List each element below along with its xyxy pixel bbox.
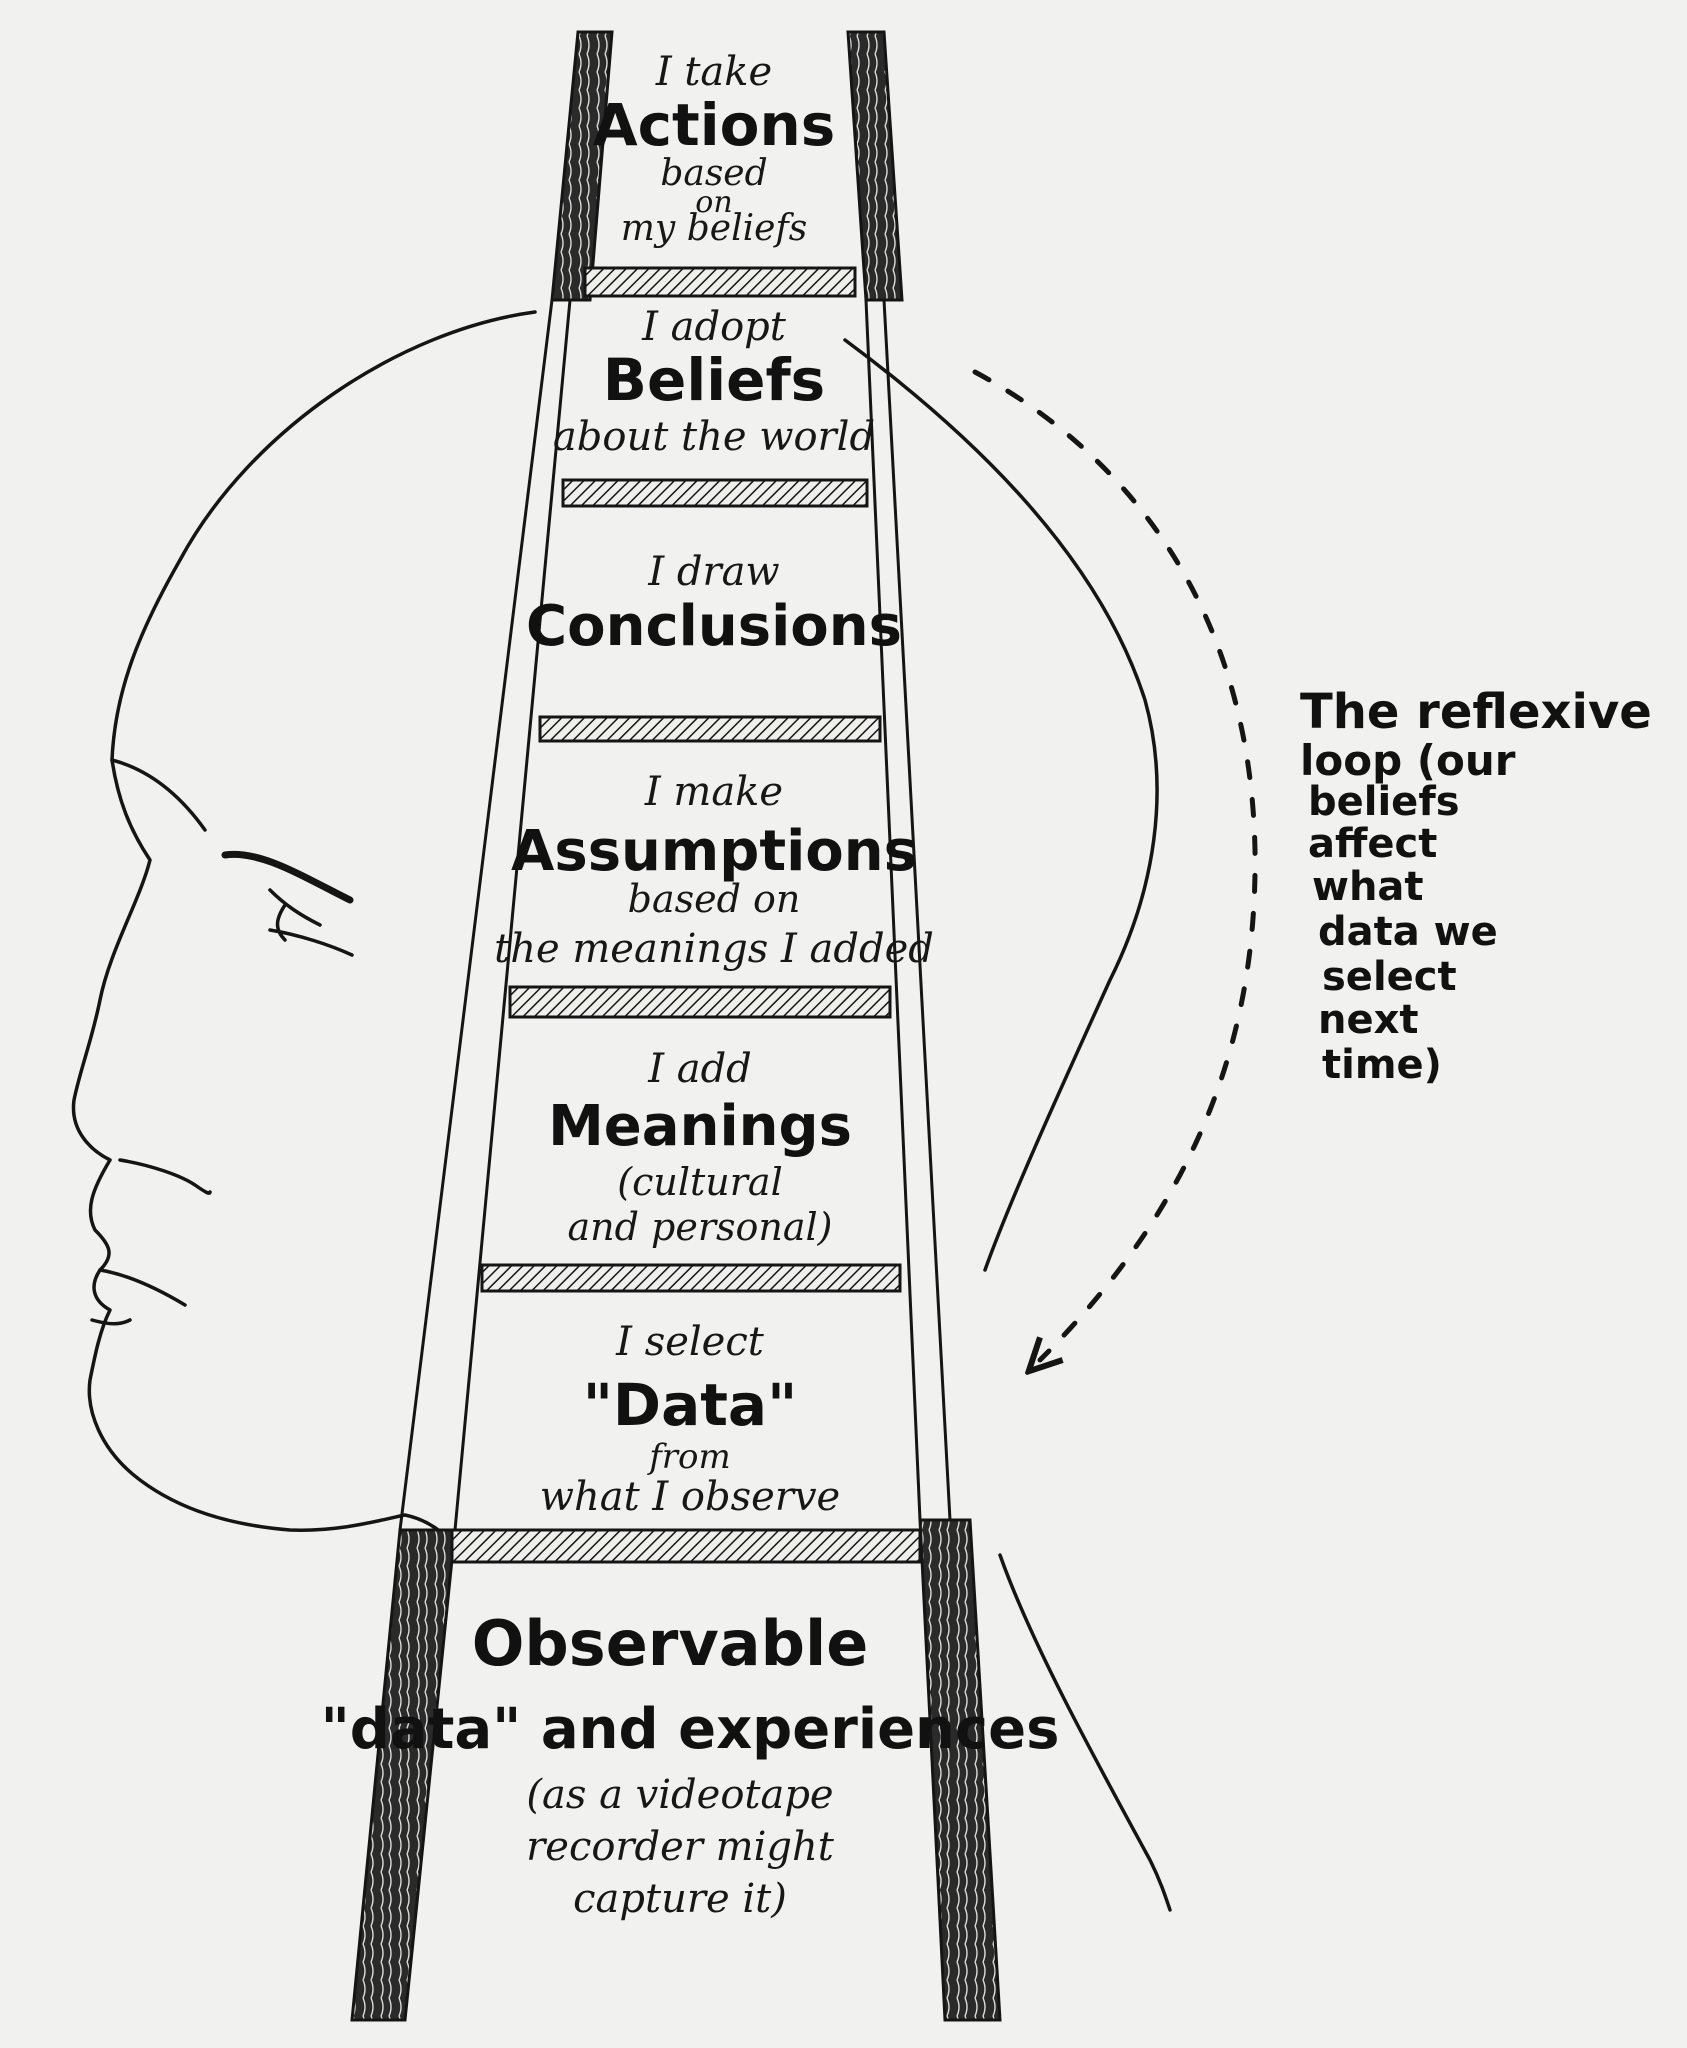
rung-2 bbox=[561, 478, 869, 508]
mouth bbox=[98, 1268, 187, 1307]
curved-arrow-icon bbox=[972, 369, 1258, 1360]
rung-assumptions: I make Assumptions based on the meanings… bbox=[494, 769, 934, 972]
loop-line-7: select bbox=[1322, 954, 1457, 1000]
reflexive-loop-note: The reflexive loop (our beliefs affect w… bbox=[1300, 684, 1652, 1088]
observable-videotape: (as a videotape bbox=[526, 1772, 833, 1818]
right-rail-mid-inner bbox=[882, 298, 952, 1522]
rung-meanings: I add Meanings (cultural and personal) bbox=[548, 1046, 852, 1249]
assumptions-title: Assumptions bbox=[511, 819, 917, 884]
head-profile-icon bbox=[71, 310, 1172, 1912]
brow bbox=[110, 758, 207, 832]
beliefs-intro: I adopt bbox=[641, 304, 787, 350]
ladder-icon bbox=[350, 30, 1002, 2022]
rung-5 bbox=[480, 1263, 902, 1293]
left-rail-mid bbox=[398, 298, 554, 1532]
rung-3 bbox=[538, 715, 882, 743]
assumptions-intro: I make bbox=[644, 769, 783, 815]
meanings-personal: and personal) bbox=[568, 1205, 833, 1249]
data-from: from bbox=[646, 1437, 731, 1477]
actions-on: on bbox=[695, 185, 732, 220]
chin-line bbox=[90, 1318, 132, 1326]
rung-1 bbox=[583, 266, 857, 298]
back-of-head bbox=[843, 338, 1159, 1272]
beliefs-sub: about the world bbox=[553, 414, 875, 460]
rung-6 bbox=[450, 1528, 922, 1564]
assumptions-meanings: the meanings I added bbox=[494, 926, 934, 972]
observable-data: "data" and experiences bbox=[321, 1697, 1060, 1762]
right-rail-top bbox=[846, 30, 904, 302]
loop-line-3: beliefs bbox=[1308, 779, 1460, 825]
loop-line-4: affect bbox=[1308, 821, 1437, 867]
meanings-title: Meanings bbox=[548, 1094, 852, 1159]
actions-intro: I take bbox=[655, 49, 772, 95]
loop-line-5: what bbox=[1312, 864, 1424, 910]
meanings-intro: I add bbox=[647, 1046, 752, 1092]
rung-data: I select "Data" from what I observe bbox=[540, 1319, 840, 1520]
rung-4 bbox=[508, 985, 892, 1019]
left-rail-mid-inner bbox=[453, 298, 572, 1532]
nostril bbox=[118, 1158, 212, 1195]
loop-line-6: data we bbox=[1318, 909, 1498, 955]
conclusions-title: Conclusions bbox=[526, 594, 902, 659]
neck-line bbox=[998, 1553, 1172, 1912]
eye bbox=[268, 888, 354, 957]
actions-based: based bbox=[660, 153, 767, 194]
loop-line-9: time) bbox=[1322, 1042, 1442, 1088]
observable-recorder: recorder might bbox=[526, 1824, 835, 1870]
beliefs-title: Beliefs bbox=[603, 346, 825, 414]
rung-observable: Observable "data" and experiences (as a … bbox=[321, 1607, 1060, 1922]
loop-line-8: next bbox=[1318, 997, 1419, 1043]
right-rail-bottom bbox=[918, 1518, 1002, 2022]
rung-conclusions: I draw Conclusions bbox=[526, 549, 902, 659]
conclusions-intro: I draw bbox=[647, 549, 779, 595]
observable-capture: capture it) bbox=[573, 1876, 787, 1922]
right-rail-mid bbox=[864, 298, 922, 1522]
loop-line-1: The reflexive bbox=[1300, 684, 1652, 740]
eyebrow bbox=[221, 850, 354, 904]
meanings-cultural: (cultural bbox=[617, 1160, 782, 1204]
left-rail-bottom bbox=[350, 1528, 457, 2022]
loop-line-2: loop (our bbox=[1300, 736, 1516, 785]
actions-beliefs: my beliefs bbox=[621, 208, 807, 249]
left-rail-top bbox=[550, 30, 614, 302]
rung-beliefs: I adopt Beliefs about the world bbox=[553, 304, 875, 460]
assumptions-based: based on bbox=[628, 877, 801, 921]
rung-actions: I take Actions based on my beliefs bbox=[593, 49, 836, 249]
actions-title: Actions bbox=[593, 91, 836, 159]
data-intro: I select bbox=[615, 1319, 765, 1365]
data-title: "Data" bbox=[583, 1371, 798, 1439]
data-observe: what I observe bbox=[540, 1474, 840, 1520]
observable-title: Observable bbox=[472, 1607, 869, 1680]
head-outline bbox=[71, 310, 537, 1547]
